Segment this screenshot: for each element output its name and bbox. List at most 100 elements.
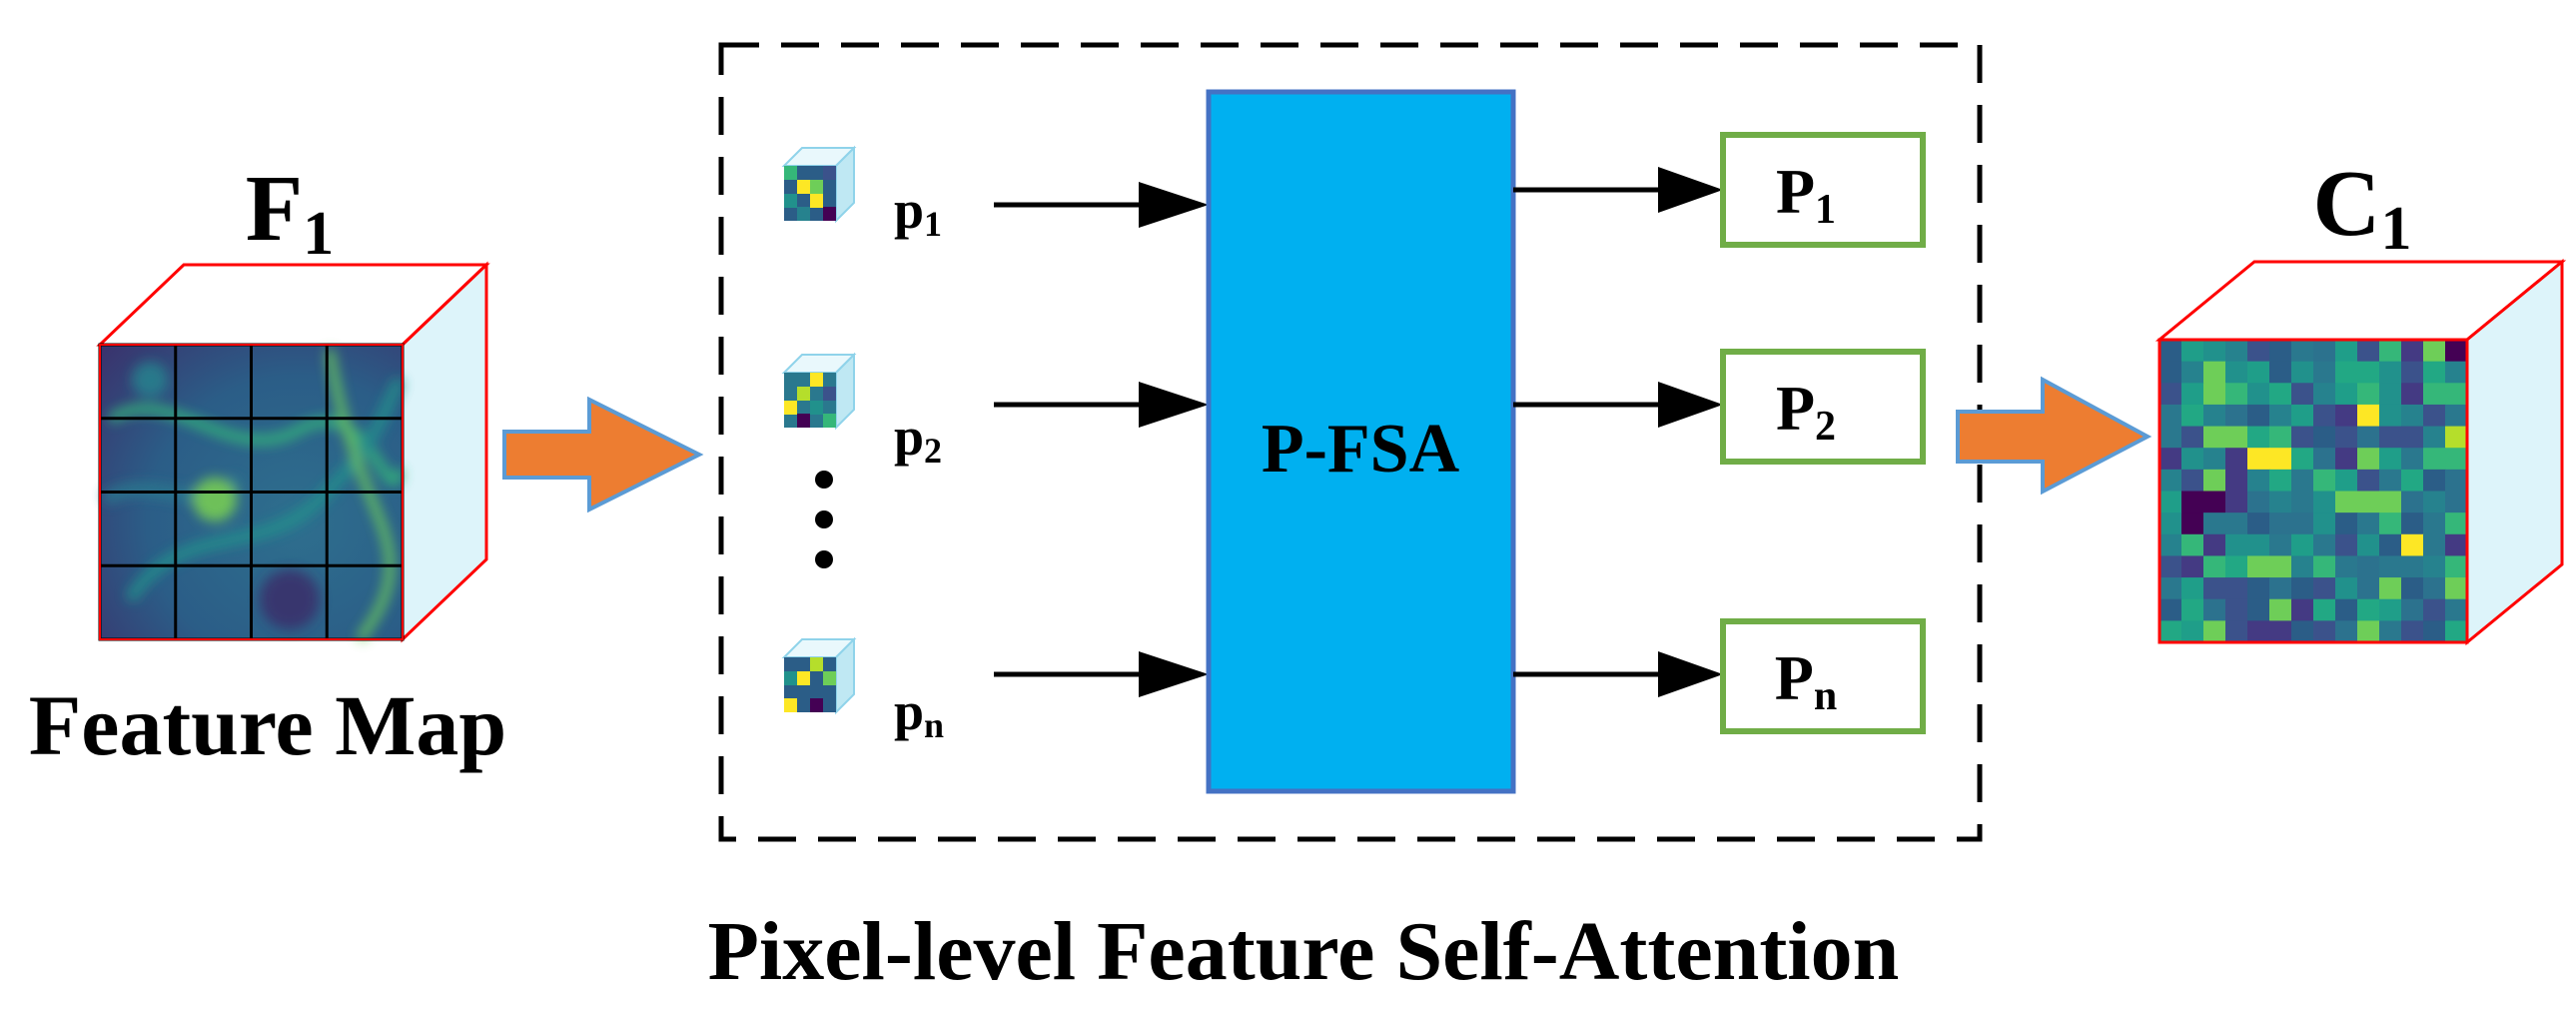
mosaic-cell	[2291, 404, 2314, 428]
mosaic-cell	[2269, 404, 2292, 428]
mosaic-cell	[2357, 469, 2380, 493]
mosaic-cell	[2203, 361, 2226, 384]
mosaic-cell	[2313, 598, 2336, 621]
feature-map-texture	[98, 343, 406, 642]
mosaic-cell	[2357, 533, 2380, 557]
mosaic-cell	[2225, 426, 2248, 449]
mosaic-cell	[2445, 340, 2468, 363]
mosaic-cell	[2379, 598, 2402, 621]
mosaic-cell	[2335, 469, 2358, 493]
mosaic-cell	[2379, 383, 2402, 406]
mosaic-cell	[2225, 512, 2248, 535]
mosaic-cell	[2401, 426, 2424, 449]
patch-cube-n	[781, 636, 857, 715]
mosaic-cell	[2181, 491, 2204, 513]
mosaic-cell	[2335, 404, 2358, 428]
patch-label-n: pn	[894, 681, 944, 745]
mosaic-cell	[2445, 512, 2468, 535]
input-caption: Feature Map	[29, 677, 506, 773]
mosaic-cell	[2335, 448, 2358, 471]
mosaic-cell	[2335, 598, 2358, 621]
mosaic-cell	[2247, 620, 2270, 643]
mosaic-cell	[2181, 361, 2204, 384]
mosaic-cell	[2357, 361, 2380, 384]
mosaic-cell	[2203, 491, 2226, 513]
mosaic-cell	[2423, 361, 2446, 384]
output-label-n: Pn	[1775, 642, 1837, 719]
mosaic-cell	[2225, 533, 2248, 557]
mosaic-cell	[2423, 383, 2446, 406]
mosaic-cell	[2445, 577, 2468, 600]
mosaic-cell	[2181, 469, 2204, 493]
mosaic-cell	[2423, 491, 2446, 513]
mosaic-cell	[2269, 620, 2292, 643]
mosaic-cell	[2269, 577, 2292, 600]
mosaic-cell	[2225, 555, 2248, 578]
mosaic-cell	[2225, 448, 2248, 471]
mosaic-cell	[2335, 426, 2358, 449]
mosaic-cell	[2445, 361, 2468, 384]
mosaic-cell	[2203, 512, 2226, 535]
mosaic-cell	[2181, 512, 2204, 535]
mosaic-cell	[2379, 340, 2402, 363]
mosaic-cell	[2203, 469, 2226, 493]
pfsa-block	[1206, 89, 1516, 794]
mosaic-cell	[2269, 512, 2292, 535]
mosaic-cell	[2269, 491, 2292, 513]
mosaic-cell	[2291, 448, 2314, 471]
ellipsis-dots	[815, 471, 833, 568]
mosaic-cell	[2269, 448, 2292, 471]
output-label-2: P2	[1776, 373, 1836, 450]
mosaic-cell	[2401, 491, 2424, 513]
mosaic-cell	[2159, 555, 2182, 578]
mosaic-cell	[2401, 361, 2424, 384]
output-label-1: P1	[1776, 156, 1836, 233]
mosaic-cell	[2247, 404, 2270, 428]
mosaic-cell	[2225, 340, 2248, 363]
mosaic-cell	[2379, 620, 2402, 643]
mosaic-cell	[2313, 533, 2336, 557]
mosaic-cell	[2203, 448, 2226, 471]
mosaic-cell	[2379, 404, 2402, 428]
mosaic-cell	[2225, 620, 2248, 643]
mosaic-cell	[2335, 577, 2358, 600]
mosaic-cell	[2445, 620, 2468, 643]
mosaic-cell	[2159, 598, 2182, 621]
mosaic-cell	[2203, 340, 2226, 363]
mosaic-cell	[2357, 620, 2380, 643]
mosaic-cell	[2357, 491, 2380, 513]
mosaic-cell	[2291, 340, 2314, 363]
mosaic-cell	[2247, 383, 2270, 406]
mosaic-cell	[2181, 620, 2204, 643]
mosaic-cell	[2445, 383, 2468, 406]
patch-label-2: p2	[894, 407, 942, 471]
mosaic-cell	[2379, 555, 2402, 578]
mosaic-cell	[2423, 448, 2446, 471]
mosaic-cell	[2269, 533, 2292, 557]
mosaic-cell	[2159, 533, 2182, 557]
mosaic-cell	[2423, 598, 2446, 621]
mosaic-cell	[2181, 577, 2204, 600]
mosaic-cell	[2269, 469, 2292, 493]
mosaic-cell	[2225, 361, 2248, 384]
mosaic-cell	[2313, 491, 2336, 513]
mosaic-cell	[2313, 577, 2336, 600]
mosaic-cell	[2401, 404, 2424, 428]
mosaic-cell	[2357, 426, 2380, 449]
module-caption: Pixel-level Feature Self-Attention	[708, 905, 1900, 998]
mosaic-cell	[2247, 448, 2270, 471]
mosaic-cell	[2335, 512, 2358, 535]
mosaic-cell	[2357, 598, 2380, 621]
mosaic-cell	[2357, 577, 2380, 600]
mosaic-cell	[2357, 340, 2380, 363]
mosaic-cell	[2247, 491, 2270, 513]
mosaic-cell	[2423, 469, 2446, 493]
mosaic-cell	[2379, 448, 2402, 471]
output-box-1	[1720, 132, 1926, 248]
mosaic-cell	[2159, 340, 2182, 363]
mosaic-cell	[2225, 469, 2248, 493]
mosaic-cell	[2225, 491, 2248, 513]
mosaic-cell	[2313, 361, 2336, 384]
mosaic-cell	[2335, 383, 2358, 406]
output-arrows	[1513, 167, 1723, 697]
